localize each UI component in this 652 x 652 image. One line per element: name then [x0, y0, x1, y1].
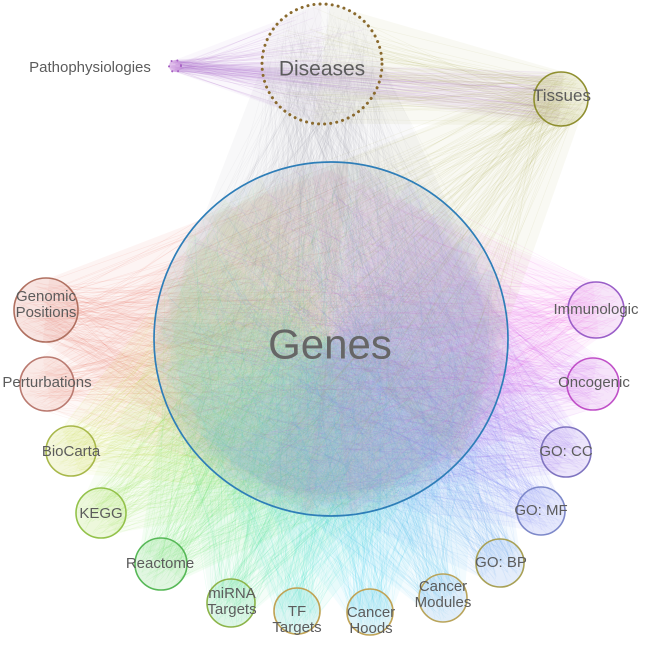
cancer_hoods-node[interactable]: [346, 588, 394, 636]
edge-wedge-perturbations-genes: [42, 164, 359, 514]
go_bp-node[interactable]: [475, 538, 525, 588]
edge-wedge-pathophysiologies-diseases: [174, 4, 323, 124]
genomic_positions-node[interactable]: [13, 277, 79, 343]
edge-bundle-reactome-genes: [135, 170, 504, 589]
edge-bundle-pathophysiologies-tissues: [169, 60, 587, 123]
go_mf-node[interactable]: [516, 486, 566, 536]
go_cc-node[interactable]: [540, 426, 592, 478]
edge-bundle-mirna_targets-genes: [170, 164, 485, 627]
edge-bundle-go_mf-genes: [173, 168, 563, 535]
edge-wedge-oncogenic-genes: [301, 164, 598, 514]
edge-wedge-go_mf-genes: [218, 202, 557, 530]
perturbations-node[interactable]: [19, 356, 75, 412]
mirna_targets-node[interactable]: [206, 578, 256, 628]
edge-wedge-tf_targets-genes: [155, 317, 507, 614]
cancer_modules-node[interactable]: [418, 573, 468, 623]
edge-wedge-kegg-genes: [85, 197, 438, 533]
tf_targets-node[interactable]: [273, 587, 321, 635]
genes-node[interactable]: [153, 161, 509, 517]
diseases-node[interactable]: [260, 2, 384, 126]
edge-wedge-cancer_hoods-genes: [155, 313, 507, 616]
edge-wedge-go_bp-genes: [189, 232, 520, 578]
edge-bundle-biocarta-genes: [46, 165, 503, 510]
reactome-node[interactable]: [134, 537, 188, 591]
biocarta-node[interactable]: [45, 425, 97, 477]
edge-wedge-biocarta-genes: [61, 176, 402, 502]
kegg-node[interactable]: [75, 487, 127, 539]
edge-wedge-mirna_targets-genes: [165, 276, 497, 612]
edge-bundle-go_bp-genes: [157, 170, 525, 586]
edge-bundle-oncogenic-genes: [154, 169, 618, 507]
immunologic-node[interactable]: [567, 281, 625, 339]
edge-wedge-pathophysiologies-tissues: [174, 60, 564, 126]
edge-wedge-tissues-genes: [203, 80, 581, 462]
edge-wedge-tissues-diseases: [313, 4, 565, 126]
edge-wedge-go_cc-genes: [254, 179, 577, 499]
edge-bundle-cancer_hoods-genes: [166, 165, 487, 634]
edge-bundle-go_cc-genes: [157, 170, 591, 503]
edge-bundle-perturbations-genes: [21, 166, 507, 511]
edge-wedge-genomic_positions-genes: [42, 162, 349, 516]
edge-wedge-immunologic-genes: [311, 163, 600, 515]
edge-bundle-tf_targets-genes: [156, 180, 497, 632]
edge-wedge-diseases-genes: [154, 62, 508, 345]
edge-bundle-cancer_modules-genes: [157, 165, 489, 622]
pathophysiologies-node[interactable]: [168, 59, 182, 73]
tissues-node[interactable]: [533, 71, 589, 127]
edge-bundle-kegg-genes: [76, 168, 483, 538]
edge-wedge-cancer_modules-genes: [168, 268, 494, 608]
edge-bundle-genomic_positions-genes: [15, 174, 478, 517]
oncogenic-node[interactable]: [566, 357, 620, 411]
edge-wedge-reactome-genes: [140, 232, 473, 580]
edge-bundle-immunologic-genes: [162, 174, 622, 514]
